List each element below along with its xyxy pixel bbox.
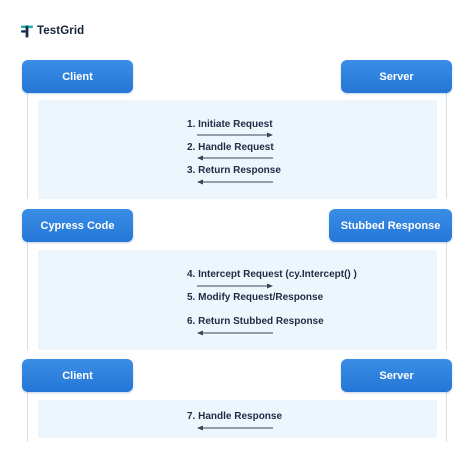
arrow-left-icon — [197, 425, 273, 431]
step-label: 3. Return Response — [187, 165, 281, 176]
cypress-code-node: Cypress Code — [22, 209, 133, 242]
step-label: 1. Initiate Request — [187, 119, 273, 130]
message-panel-3 — [38, 400, 437, 438]
server-node: Server — [341, 60, 452, 93]
step-label: 6. Return Stubbed Response — [187, 316, 324, 327]
testgrid-logo-icon — [21, 25, 33, 37]
lifeline-left — [27, 242, 28, 350]
lifeline-right — [446, 242, 447, 350]
arrow-left-icon — [197, 330, 273, 336]
brand-logo: TestGrid — [21, 23, 84, 39]
client-node: Client — [22, 359, 133, 392]
client-node: Client — [22, 60, 133, 93]
brand-name: TestGrid — [37, 25, 85, 37]
arrow-left-icon — [197, 155, 273, 161]
lifeline-left — [27, 93, 28, 199]
lifeline-left — [27, 392, 28, 442]
step-label: 2. Handle Request — [187, 142, 274, 153]
arrow-right-icon — [197, 283, 273, 289]
stubbed-response-node: Stubbed Response — [329, 209, 452, 242]
arrow-left-icon — [197, 179, 273, 185]
lifeline-right — [446, 93, 447, 199]
server-node: Server — [341, 359, 452, 392]
step-label: 5. Modify Request/Response — [187, 292, 324, 303]
step-label: 7. Handle Response — [187, 411, 283, 422]
lifeline-right — [446, 392, 447, 442]
arrow-right-icon — [197, 132, 273, 138]
step-label: 4. Intercept Request (cy.Intercept() ) — [187, 269, 357, 280]
